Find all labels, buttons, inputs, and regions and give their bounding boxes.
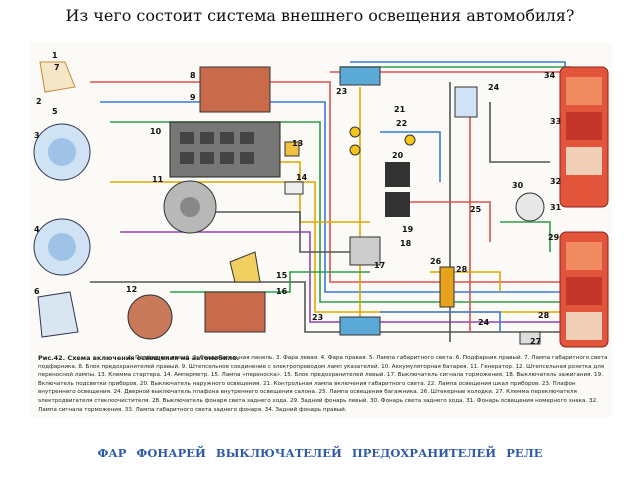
callout-12: 12 xyxy=(126,285,137,294)
starter-terminal-icon xyxy=(284,141,300,157)
callout-6: 6 xyxy=(34,287,40,296)
callout-3: 3 xyxy=(34,131,40,140)
indicator-lamp-icon xyxy=(349,126,361,138)
rear-light-right-section-3 xyxy=(566,147,602,175)
callout-8: 8 xyxy=(190,71,196,80)
battery-cells xyxy=(180,132,254,164)
callout-9: 9 xyxy=(190,93,196,102)
parking-lamp-left-icon xyxy=(39,61,76,93)
callout-17: 17 xyxy=(374,261,385,270)
dome-light-top-icon xyxy=(339,66,381,86)
headlight-left-reflector-icon xyxy=(48,138,76,166)
footer-keywords: ФАР ФОНАРЕЙ ВЫКЛЮЧАТЕЛЕЙ ПРЕДОХРАНИТЕЛЕЙ… xyxy=(0,446,640,460)
callout-33: 33 xyxy=(550,117,561,126)
light-switch-icon xyxy=(385,192,410,217)
rear-light-right-section-2 xyxy=(566,112,602,140)
callout-27: 27 xyxy=(530,337,541,346)
callout-2: 2 xyxy=(36,97,42,106)
ignition-switch-icon xyxy=(349,236,381,266)
keyword-switches: ВЫКЛЮЧАТЕЛЕЙ xyxy=(215,446,342,460)
rear-light-left-section-2 xyxy=(566,277,602,305)
wiring-diagram-drawing: 1 2 3 4 5 6 7 8 9 10 11 12 13 14 15 16 1… xyxy=(33,51,609,348)
battery-icon xyxy=(169,121,281,178)
headlight-left-group xyxy=(33,61,91,338)
callout-25: 25 xyxy=(470,205,482,214)
callout-24-top: 24 xyxy=(488,83,500,92)
keyword-relays: РЕЛЕ xyxy=(506,446,543,460)
callout-19: 19 xyxy=(402,225,414,234)
callout-10: 10 xyxy=(150,127,162,136)
callout-16: 16 xyxy=(276,287,288,296)
callout-18: 18 xyxy=(400,239,412,248)
keyword-fuses: ПРЕДОХРАНИТЕЛЕЙ xyxy=(351,446,497,460)
callout-28-mid: 28 xyxy=(456,265,468,274)
callout-31: 31 xyxy=(550,203,562,212)
callout-4: 4 xyxy=(34,225,40,234)
callout-1: 1 xyxy=(52,51,58,60)
gauge-lamp-2-icon xyxy=(404,134,416,146)
dome-light-bottom-icon xyxy=(339,316,381,336)
fuse-block-right-icon xyxy=(199,66,271,113)
callout-7: 7 xyxy=(54,63,60,72)
generator-hub-icon xyxy=(180,197,200,217)
reverse-light-icon xyxy=(515,192,545,222)
callout-20: 20 xyxy=(392,151,404,160)
caption-body: 1. Подфарник левый. 2. Соединительная па… xyxy=(38,355,608,413)
rear-light-right-section-1 xyxy=(566,77,602,105)
callout-28-bottom: 28 xyxy=(538,311,550,320)
callout-23-bottom: 23 xyxy=(312,313,323,322)
rear-light-left-section-1 xyxy=(566,242,602,270)
callout-11: 11 xyxy=(152,175,164,184)
ammeter-icon xyxy=(284,181,304,195)
callout-30: 30 xyxy=(512,181,524,190)
headlight-right-reflector-icon xyxy=(48,233,76,261)
trunk-lamp-icon xyxy=(454,86,478,118)
callout-34: 34 xyxy=(544,71,556,80)
keyword-headlights: ФАР xyxy=(97,446,127,460)
callout-13: 13 xyxy=(292,139,303,148)
gauge-lamp-1-icon xyxy=(349,144,361,156)
socket-icon xyxy=(127,294,173,340)
figure-caption: 1. Подфарник левый. 2. Соединительная па… xyxy=(32,350,610,416)
callout-15: 15 xyxy=(276,271,288,280)
callout-26: 26 xyxy=(430,257,442,266)
caption-heading: Рис.42. Схема включения освещения на авт… xyxy=(38,354,240,362)
fuse-block-left-icon xyxy=(204,291,266,333)
rear-light-left-section-3 xyxy=(566,312,602,340)
callout-23-top: 23 xyxy=(336,87,347,96)
callout-14: 14 xyxy=(296,173,308,182)
callout-29: 29 xyxy=(548,233,560,242)
slide-title: Из чего состоит система внешнего освещен… xyxy=(65,6,575,25)
connector-blocks-icon xyxy=(439,266,455,308)
panel-light-switch-icon xyxy=(385,162,410,187)
callout-24-bottom: 24 xyxy=(478,318,490,327)
wiper-terminal-icon xyxy=(519,331,541,345)
callout-21: 21 xyxy=(394,105,406,114)
callout-22: 22 xyxy=(396,119,407,128)
parking-lamp-right-icon xyxy=(37,291,79,338)
callout-32: 32 xyxy=(550,177,561,186)
callout-5: 5 xyxy=(52,107,58,116)
portable-lamp-icon xyxy=(229,251,261,283)
keyword-lamps: ФОНАРЕЙ xyxy=(136,446,206,460)
wiring-diagram: 1 2 3 4 5 6 7 8 9 10 11 12 13 14 15 16 1… xyxy=(30,42,612,417)
